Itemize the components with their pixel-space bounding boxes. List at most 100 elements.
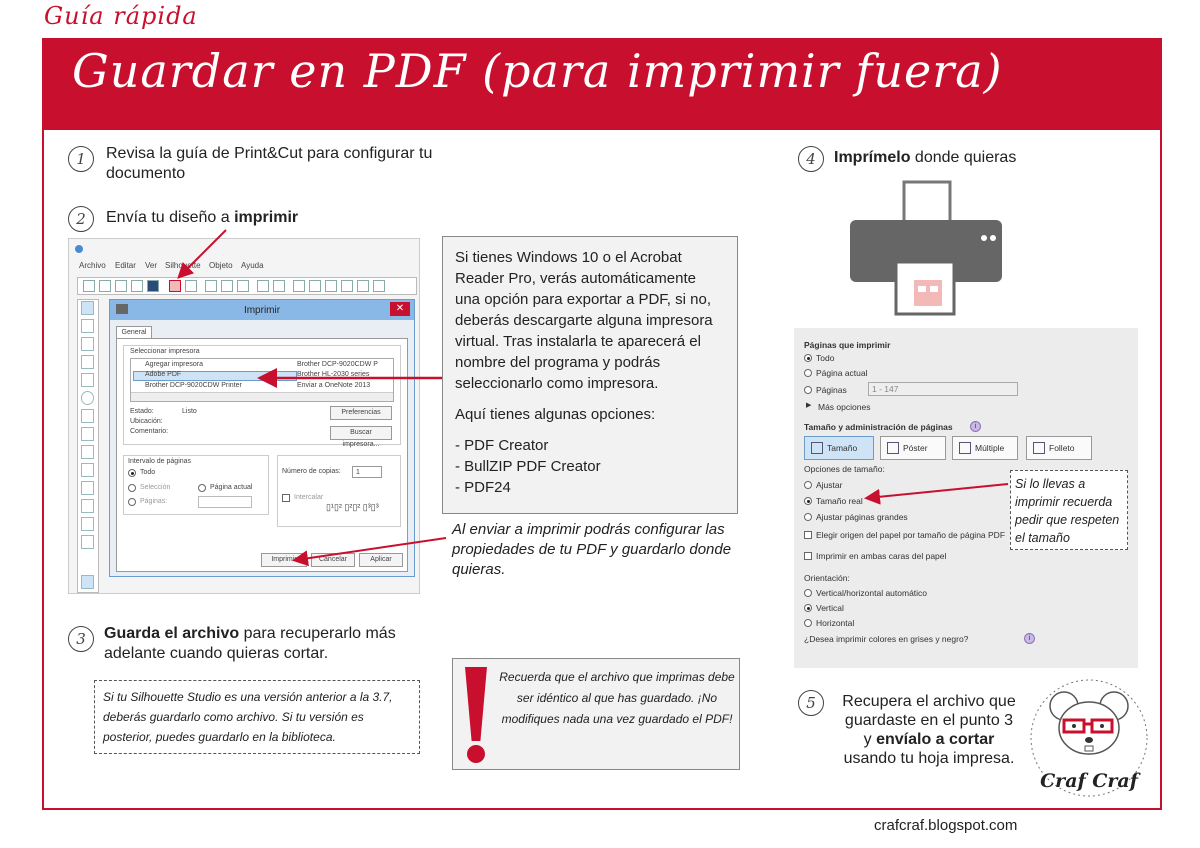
menu-objeto[interactable]: Objeto bbox=[209, 261, 233, 270]
close-icon[interactable]: ✕ bbox=[390, 302, 410, 316]
vertical-radio[interactable] bbox=[804, 604, 812, 612]
print-dialog: Imprimir ✕ General Seleccionar impresora… bbox=[109, 299, 415, 577]
paste-icon[interactable] bbox=[237, 280, 249, 292]
seleccion-radio[interactable] bbox=[128, 484, 136, 492]
cut-icon[interactable] bbox=[205, 280, 217, 292]
save-icon[interactable] bbox=[131, 280, 143, 292]
pagina-actual-radio[interactable] bbox=[198, 484, 206, 492]
comentario-label: Comentario: bbox=[130, 428, 169, 435]
redo-icon[interactable] bbox=[273, 280, 285, 292]
step-5-text: Recupera el archivo que guardaste en el … bbox=[842, 693, 1016, 767]
tamano-real-radio[interactable] bbox=[804, 497, 812, 505]
undo-icon[interactable] bbox=[257, 280, 269, 292]
buscar-impresora-button[interactable]: Buscar impresora... bbox=[330, 426, 392, 448]
tamano-real-label: Tamaño real bbox=[816, 496, 863, 506]
rounded-rectangle-tool-icon[interactable] bbox=[81, 373, 94, 387]
zoom-select-icon[interactable] bbox=[341, 280, 353, 292]
paginas-radio[interactable] bbox=[128, 498, 136, 506]
menu-archivo[interactable]: Archivo bbox=[79, 261, 106, 270]
folleto-button[interactable]: Folleto bbox=[1026, 436, 1092, 460]
library-icon[interactable] bbox=[115, 280, 127, 292]
pagina-actual-radio[interactable] bbox=[804, 369, 812, 377]
tab-general[interactable]: General bbox=[116, 326, 152, 339]
origen-papel-checkbox[interactable] bbox=[804, 531, 812, 539]
select-tool-icon[interactable] bbox=[81, 301, 94, 315]
pan-icon[interactable] bbox=[293, 280, 305, 292]
paginas-label: Páginas: bbox=[140, 498, 168, 505]
curve-tool-icon[interactable] bbox=[81, 427, 94, 441]
send-icon[interactable] bbox=[185, 280, 197, 292]
paginas-input[interactable] bbox=[198, 496, 252, 508]
new-file-icon[interactable] bbox=[83, 280, 95, 292]
imprimir-button[interactable]: Imprimir bbox=[261, 553, 307, 567]
horizontal-radio[interactable] bbox=[804, 619, 812, 627]
print-icon[interactable] bbox=[169, 280, 181, 292]
printer-item-selected[interactable]: Adobe PDF bbox=[145, 371, 182, 378]
menu-ayuda[interactable]: Ayuda bbox=[241, 261, 264, 270]
auto-orient-radio[interactable] bbox=[804, 589, 812, 597]
todo-radio[interactable] bbox=[128, 469, 136, 477]
printer-small-icon bbox=[116, 304, 128, 314]
info-paragraph: Si tienes Windows 10 o el Acrobat Reader… bbox=[455, 249, 713, 392]
paginas-input[interactable]: 1 - 147 bbox=[868, 382, 1018, 396]
freehand-tool-icon[interactable] bbox=[81, 463, 94, 477]
knife-tool-icon[interactable] bbox=[81, 535, 94, 549]
ambas-caras-checkbox[interactable] bbox=[804, 552, 812, 560]
mas-opciones-link[interactable]: Más opciones bbox=[818, 402, 871, 412]
aplicar-button[interactable]: Aplicar bbox=[359, 553, 403, 567]
cancelar-button[interactable]: Cancelar bbox=[311, 553, 355, 567]
arc-tool-icon[interactable] bbox=[81, 445, 94, 459]
preferencias-button[interactable]: Preferencias bbox=[330, 406, 392, 420]
panel-tool-icon[interactable] bbox=[81, 575, 94, 589]
copies-stepper[interactable]: 1 bbox=[352, 466, 382, 478]
orientacion-label: Orientación: bbox=[804, 573, 850, 583]
printer-item[interactable]: Brother DCP-9020CDW P bbox=[297, 361, 378, 368]
poster-button[interactable]: Póster bbox=[880, 436, 946, 460]
multiple-button[interactable]: Múltiple bbox=[952, 436, 1018, 460]
menu-silhouette[interactable]: Silhouette bbox=[165, 261, 201, 270]
printer-item[interactable]: Enviar a OneNote 2013 bbox=[297, 382, 371, 389]
zoom-in-icon[interactable] bbox=[309, 280, 321, 292]
rectangle-tool-icon[interactable] bbox=[81, 355, 94, 369]
pages-heading: Páginas que imprimir bbox=[804, 340, 891, 350]
vertical-label: Vertical bbox=[816, 603, 844, 613]
ellipse-tool-icon[interactable] bbox=[81, 391, 94, 405]
smooth-freehand-tool-icon[interactable] bbox=[81, 481, 94, 495]
printer-item[interactable]: Brother HL-2030 series bbox=[297, 371, 370, 378]
step-4-text: Imprímelo donde quieras bbox=[834, 149, 1017, 166]
horizontal-label: Horizontal bbox=[816, 618, 855, 628]
zoom-fit-icon[interactable] bbox=[357, 280, 369, 292]
todo-label: Todo bbox=[816, 353, 835, 363]
ajustar-grandes-radio[interactable] bbox=[804, 513, 812, 521]
multiple-icon bbox=[959, 442, 971, 454]
zoom-out-icon[interactable] bbox=[325, 280, 337, 292]
tamano-button[interactable]: Tamaño bbox=[804, 436, 874, 460]
ajustar-radio[interactable] bbox=[804, 481, 812, 489]
step-number-4: 4 bbox=[798, 146, 824, 172]
info-icon[interactable]: i bbox=[1024, 633, 1035, 644]
point-edit-tool-icon[interactable] bbox=[81, 319, 94, 333]
list-scrollbar[interactable] bbox=[131, 392, 393, 401]
store-icon[interactable] bbox=[147, 280, 159, 292]
fit-page-icon[interactable] bbox=[373, 280, 385, 292]
seleccion-label: Selección bbox=[140, 484, 171, 491]
footer-url[interactable]: crafcraf.blogspot.com bbox=[874, 817, 1018, 834]
printer-selected-highlight bbox=[133, 371, 297, 381]
printer-item[interactable]: Agregar impresora bbox=[145, 361, 203, 368]
auto-orient-label: Vertical/horizontal automático bbox=[816, 588, 928, 598]
info-icon[interactable]: i bbox=[970, 421, 981, 432]
eraser-tool-icon[interactable] bbox=[81, 517, 94, 531]
open-file-icon[interactable] bbox=[99, 280, 111, 292]
todo-radio[interactable] bbox=[804, 354, 812, 362]
logo-text: Craf Craf bbox=[1040, 770, 1138, 792]
paginas-radio[interactable] bbox=[804, 386, 812, 394]
menu-editar[interactable]: Editar bbox=[115, 261, 136, 270]
polygon-tool-icon[interactable] bbox=[81, 409, 94, 423]
copy-icon[interactable] bbox=[221, 280, 233, 292]
step-2-text: Envía tu diseño a imprimir bbox=[106, 209, 299, 226]
line-tool-icon[interactable] bbox=[81, 337, 94, 351]
menu-ver[interactable]: Ver bbox=[145, 261, 158, 270]
text-tool-icon[interactable] bbox=[81, 499, 94, 513]
intercalar-checkbox[interactable] bbox=[282, 494, 290, 502]
printer-item[interactable]: Brother DCP-9020CDW Printer bbox=[145, 382, 242, 389]
